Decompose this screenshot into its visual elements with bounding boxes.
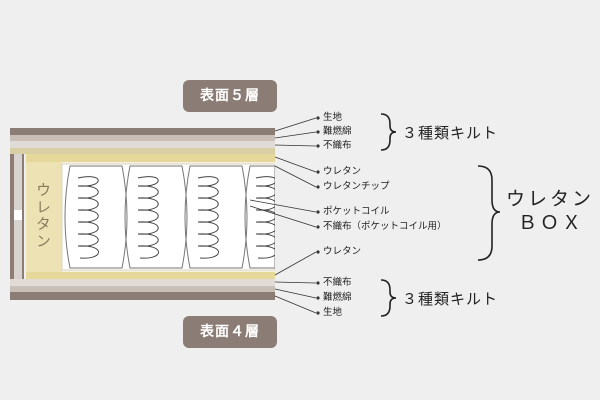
leader-dots xyxy=(316,116,320,315)
bottom-nonwoven-layer xyxy=(10,279,275,286)
label-urethane-bottom: ウレタン xyxy=(323,246,362,257)
coil-clip-mask xyxy=(275,160,285,280)
urethane-box-label-line1: ウレタン xyxy=(506,188,595,210)
pocket-coil-3 xyxy=(184,165,248,269)
side-urethane-label: ウレタン xyxy=(34,182,52,250)
top-fireproof-layer xyxy=(10,135,275,141)
bottom-fireproof-layer xyxy=(10,286,275,292)
top-nonwoven-layer xyxy=(10,141,275,148)
bottom-fabric-layer xyxy=(10,292,275,300)
leader-lines xyxy=(249,117,317,314)
urethane-box-label-line2: ＢＯＸ xyxy=(518,212,585,234)
label-urethane-chip: ウレタンチップ xyxy=(323,181,390,192)
label-pocket-coil-nonwoven: 不織布（ポケットコイル用） xyxy=(323,221,447,232)
pocket-coil-2 xyxy=(124,165,188,269)
surface-5-layers-badge: 表面５層 xyxy=(183,80,277,112)
label-top-fabric: 生地 xyxy=(323,112,343,123)
label-bottom-nonwoven: 不織布 xyxy=(323,277,352,288)
label-pocket-coil: ポケットコイル xyxy=(323,206,390,217)
label-bottom-fireproof-cotton: 難燃綿 xyxy=(323,292,352,303)
surface-4-layers-badge: 表面４層 xyxy=(183,316,277,348)
top-urethane-layer xyxy=(26,154,275,162)
side-urethane-column xyxy=(26,162,62,272)
quilt-label-top: ３種類キルト xyxy=(402,124,499,142)
top-urethane-band xyxy=(10,148,275,154)
label-top-fireproof-cotton: 難燃綿 xyxy=(323,126,352,137)
bracket-top-quilt xyxy=(380,113,397,151)
bracket-urethane-box xyxy=(477,165,501,261)
left-frame-gap xyxy=(14,210,22,220)
pocket-coil-1 xyxy=(64,165,128,269)
top-fabric-layer xyxy=(10,128,275,135)
label-urethane-top: ウレタン xyxy=(323,166,362,177)
bracket-bottom-quilt xyxy=(380,279,397,317)
label-bottom-fabric: 生地 xyxy=(323,307,343,318)
label-top-nonwoven: 不織布 xyxy=(323,140,352,151)
quilt-label-bottom: ３種類キルト xyxy=(402,290,499,308)
bottom-urethane-layer xyxy=(26,272,275,279)
pocket-coil-area xyxy=(61,163,276,271)
